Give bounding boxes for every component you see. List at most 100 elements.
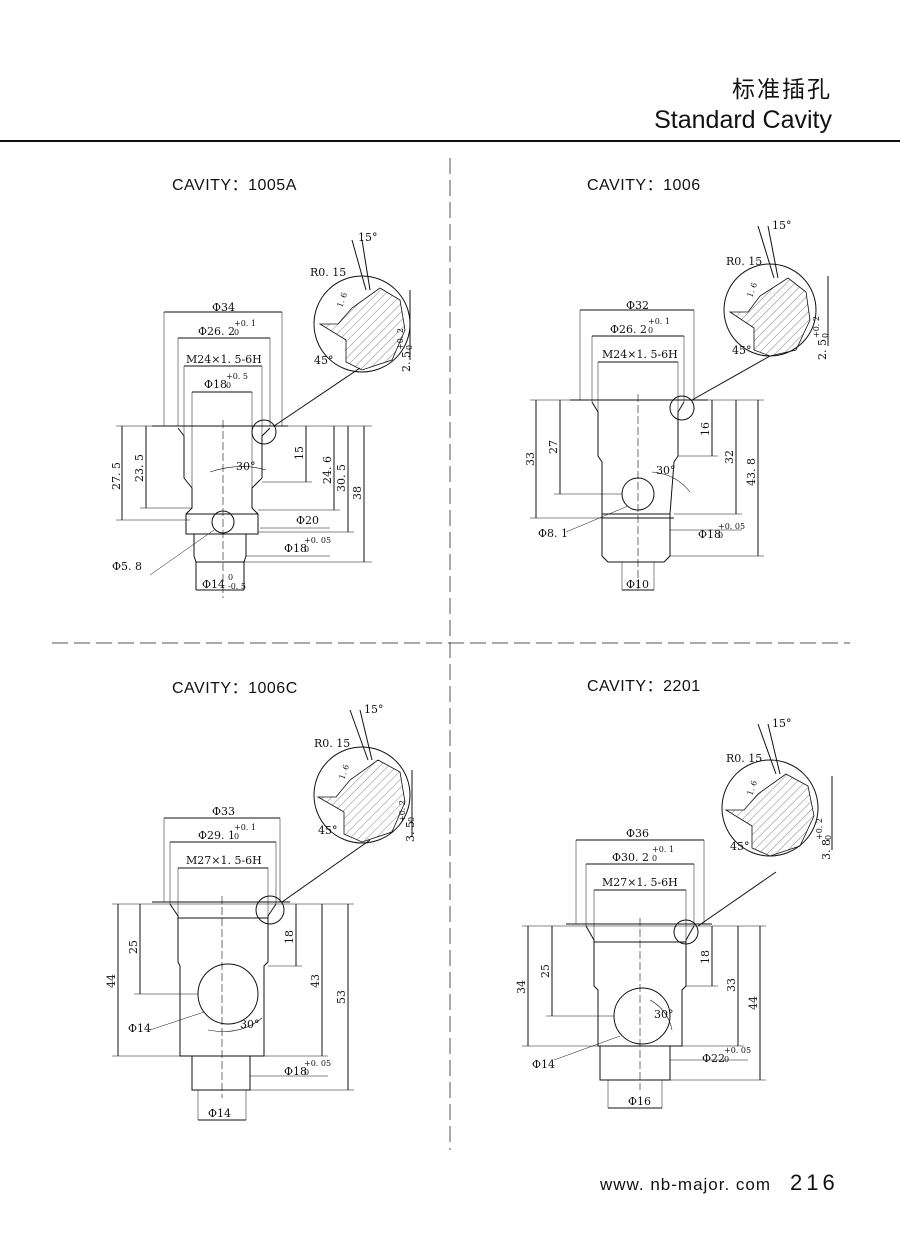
dim-1006c-roughness: 1. 6	[337, 763, 351, 780]
drawing-1005a	[116, 239, 411, 598]
dim-2201-h5: 44	[747, 996, 760, 1010]
dim-1005a-d6-tol-lower: -0. 5	[228, 582, 246, 591]
dim-1006c-d2-tol-lower: 0	[234, 832, 239, 841]
dim-1006-d2: Φ26. 2	[610, 323, 647, 336]
dim-1005a-h3: 15	[293, 446, 306, 460]
dim-1006-depth-tol-lower: 0	[821, 333, 830, 338]
dim-1005a-d3: Φ18	[204, 378, 227, 391]
dim-1005a-h4: 24. 6	[321, 456, 334, 484]
footer-page-number: 216	[790, 1170, 839, 1195]
header-title-chinese: 标准插孔	[732, 76, 832, 102]
dim-1006c-depth: 3. 5	[404, 821, 417, 842]
dim-2201-h4: 33	[725, 978, 738, 992]
dim-1005a-angle-15: 15°	[358, 231, 378, 244]
dim-1005a-d2-tol-lower: 0	[234, 328, 239, 337]
dim-1005a-d6: Φ14	[202, 578, 225, 591]
dim-1006c-d5: Φ18	[284, 1065, 307, 1078]
dim-1006c-d5-tol-lower: 0	[304, 1068, 309, 1077]
cavity-title-2201: CAVITY：2201	[587, 678, 701, 695]
dim-1006-h3: 16	[699, 422, 712, 436]
cavity-title-1006c: CAVITY：1006C	[172, 680, 298, 697]
dim-1006c-angle-30: 30°	[240, 1018, 260, 1031]
dim-2201-depth-tol-lower: 0	[824, 835, 833, 840]
dim-1006-roughness: 1. 6	[745, 281, 759, 298]
dims-1006: Φ32 Φ26. 2 +0. 1 0 M24×1. 5-6H R0. 15 15…	[524, 219, 830, 591]
dim-1005a-d5-tol-upper: +0. 05	[304, 536, 331, 545]
dim-1006-h1: 33	[524, 452, 537, 466]
dim-1006-radius: R0. 15	[726, 255, 762, 268]
dims-2201: Φ36 Φ30. 2 +0. 1 0 M27×1. 5-6H R0. 15 15…	[515, 717, 833, 1108]
dim-1006-d5-tol-lower: 0	[718, 531, 723, 540]
drawing-1006c	[112, 709, 413, 1121]
header-rule	[0, 140, 900, 142]
dim-1005a-d2: Φ26. 2	[198, 325, 235, 338]
dim-1005a-d2-tol-upper: +0. 1	[234, 319, 256, 328]
dim-1006c-d2-tol-upper: +0. 1	[234, 823, 256, 832]
dim-1006-depth-tol-upper: +0. 2	[812, 316, 821, 338]
dims-1005a: Φ34 Φ26. 2 +0. 1 0 M24×1. 5-6H Φ18 +0. 5…	[110, 231, 414, 591]
dim-1005a-depth-tol-upper: +0. 2	[396, 328, 405, 350]
dim-1006c-depth-tol-upper: +0. 2	[398, 800, 407, 822]
dim-1005a-d6-tol-upper: 0	[228, 573, 233, 582]
dim-2201-h1: 34	[515, 980, 528, 994]
dim-2201-d6: Φ16	[628, 1095, 651, 1108]
dim-1005a-d4: Φ20	[296, 514, 319, 527]
dim-2201-angle-15: 15°	[772, 717, 792, 730]
dim-1005a-h5: 30. 5	[335, 464, 348, 492]
dim-1006-d1: Φ32	[626, 299, 649, 312]
dim-2201-d5: Φ22	[702, 1052, 725, 1065]
dim-1005a-h2: 23. 5	[133, 454, 146, 482]
cavity-title-1005a: CAVITY：1005A	[172, 177, 297, 194]
dim-1005a-depth-tol-lower: 0	[405, 345, 414, 350]
dim-1005a-d1: Φ34	[212, 301, 235, 314]
dim-2201-hole: Φ14	[532, 1058, 555, 1071]
dim-1005a-thread: M24×1. 5-6H	[186, 353, 262, 366]
dim-1006c-h3: 18	[283, 930, 296, 944]
dim-1006c-h4: 43	[309, 974, 322, 988]
dim-1006-angle-30: 30°	[656, 464, 676, 477]
dim-2201-d5-tol-lower: 0	[724, 1055, 729, 1064]
dim-1005a-h6: 38	[351, 486, 364, 500]
dim-1006c-angle-45: 45°	[318, 824, 338, 837]
dim-1006-angle-45: 45°	[732, 344, 752, 357]
dim-2201-h3: 18	[699, 950, 712, 964]
dim-2201-d2: Φ30. 2	[612, 851, 649, 864]
dim-1005a-d5-tol-lower: 0	[304, 545, 309, 554]
dim-1005a-hole: Φ5. 8	[112, 560, 142, 573]
dim-1005a-h1: 27. 5	[110, 462, 123, 490]
drawing-2201	[522, 723, 833, 1109]
dims-1006c: Φ33 Φ29. 1 +0. 1 0 M27×1. 5-6H R0. 15 15…	[105, 703, 417, 1120]
dim-1006-h2: 27	[547, 440, 560, 454]
dim-2201-thread: M27×1. 5-6H	[602, 876, 678, 889]
dim-2201-d5-tol-upper: +0. 05	[724, 1046, 751, 1055]
dim-1006-hole: Φ8. 1	[538, 527, 568, 540]
dim-1006-d5: Φ18	[698, 528, 721, 541]
dim-1006c-h1: 44	[105, 974, 118, 988]
dim-2201-radius: R0. 15	[726, 752, 762, 765]
dim-2201-angle-30: 30°	[654, 1008, 674, 1021]
dim-1006c-depth-tol-lower: 0	[407, 817, 416, 822]
footer-website-url: www. nb-major. com	[600, 1175, 772, 1194]
dim-1006c-d6: Φ14	[208, 1107, 231, 1120]
dim-1006c-angle-15: 15°	[364, 703, 384, 716]
dim-2201-roughness: 1. 6	[745, 779, 759, 796]
dim-1006-angle-15: 15°	[772, 219, 792, 232]
dim-1006-h5: 43. 8	[745, 458, 758, 486]
dim-1005a-angle-45: 45°	[314, 354, 334, 367]
dim-1006c-d2: Φ29. 1	[198, 829, 235, 842]
dim-2201-d2-tol-lower: 0	[652, 854, 657, 863]
dim-1005a-depth: 2. 5	[400, 351, 413, 372]
dim-1005a-d3-tol-lower: 0	[226, 381, 231, 390]
dim-1005a-angle-30: 30°	[236, 460, 256, 473]
cavity-title-1006: CAVITY：1006	[587, 177, 701, 194]
dim-1006c-radius: R0. 15	[314, 737, 350, 750]
dim-1006-depth: 2. 5	[816, 339, 829, 360]
header-title-english: Standard Cavity	[654, 106, 832, 134]
dim-1006c-thread: M27×1. 5-6H	[186, 854, 262, 867]
dim-1005a-d5: Φ18	[284, 542, 307, 555]
dim-2201-d2-tol-upper: +0. 1	[652, 845, 674, 854]
dim-2201-d1: Φ36	[626, 827, 649, 840]
dim-2201-h2: 25	[539, 964, 552, 978]
dim-2201-depth-tol-upper: +0. 2	[815, 818, 824, 840]
